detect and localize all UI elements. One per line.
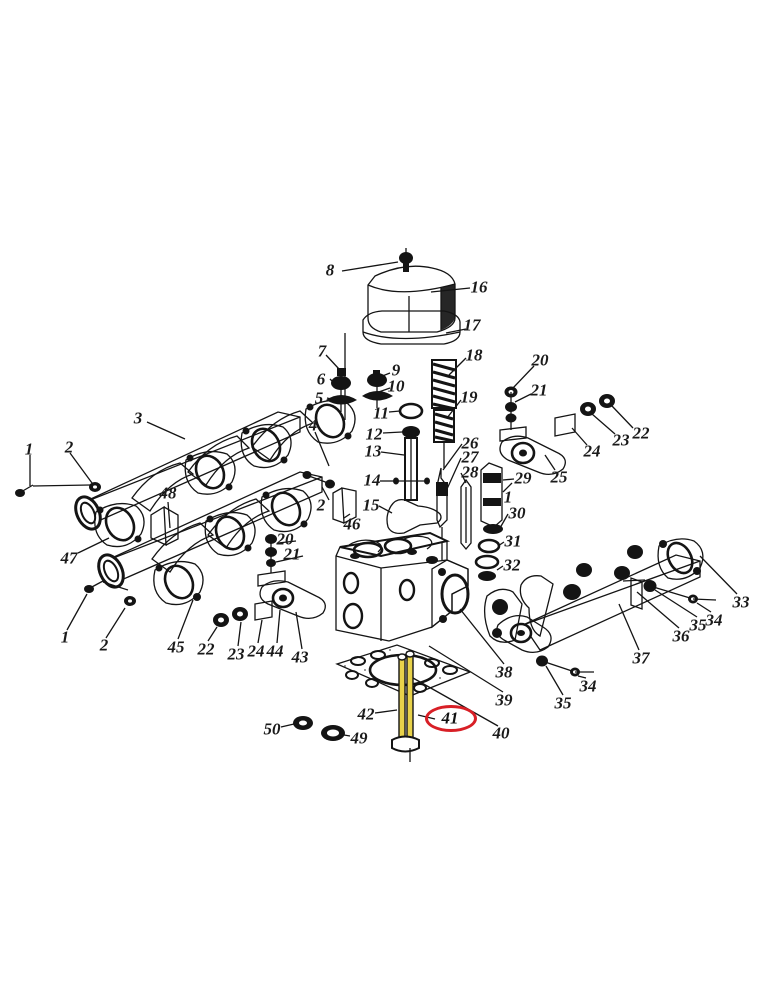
callout-2: 2 xyxy=(99,635,109,655)
callout-33: 33 xyxy=(732,592,750,612)
callout-47: 47 xyxy=(60,548,78,568)
callout-50: 50 xyxy=(263,719,281,739)
callout-34: 34 xyxy=(705,610,723,630)
callout-3: 3 xyxy=(133,408,143,428)
callout-26: 26 xyxy=(461,433,479,453)
rocker-cover-group xyxy=(344,248,461,420)
callout-23: 23 xyxy=(612,430,630,450)
callout-34: 34 xyxy=(579,676,597,696)
callout-21: 21 xyxy=(283,544,301,564)
callout-46: 46 xyxy=(343,514,361,534)
callout-49: 49 xyxy=(350,728,368,748)
valve-41-group xyxy=(391,650,420,762)
rocker-arm-upper-group xyxy=(499,386,615,476)
exhaust-manifold-group xyxy=(483,538,717,677)
valve-stack-group xyxy=(326,368,442,535)
callout-36: 36 xyxy=(672,626,690,646)
callout-42: 42 xyxy=(357,704,375,724)
callout-1: 1 xyxy=(503,487,513,507)
highlight-ring-41 xyxy=(425,705,477,732)
callout-19: 19 xyxy=(460,387,478,407)
callout-1: 1 xyxy=(60,627,70,647)
callout-5: 5 xyxy=(314,388,324,408)
callout-32: 32 xyxy=(503,555,521,575)
callout-29: 29 xyxy=(514,468,532,488)
rocker-arm-lower-group xyxy=(213,534,326,627)
stud-nut-upper xyxy=(15,482,101,497)
callout-9: 9 xyxy=(391,360,401,380)
callout-25: 25 xyxy=(550,467,568,487)
leader-lines xyxy=(29,261,738,737)
intake-manifold-upper-group xyxy=(15,399,356,531)
callout-17: 17 xyxy=(463,315,481,335)
seals-group xyxy=(293,716,345,741)
callout-35: 35 xyxy=(689,615,707,635)
cylinder-head-group xyxy=(335,531,470,642)
callout-48: 48 xyxy=(159,483,177,503)
callout-20: 20 xyxy=(531,350,549,370)
callout-16: 16 xyxy=(470,277,488,297)
callout-12: 12 xyxy=(365,424,383,444)
callout-21: 21 xyxy=(530,380,548,400)
callout-43: 43 xyxy=(291,647,309,667)
callout-30: 30 xyxy=(508,503,526,523)
callout-28: 28 xyxy=(461,462,479,482)
callout-37: 37 xyxy=(632,648,650,668)
intake-manifold-lower-group xyxy=(84,471,357,606)
pushrod-tappet-group xyxy=(436,462,503,581)
callout-24: 24 xyxy=(583,441,601,461)
callout-24: 24 xyxy=(247,641,265,661)
callout-27: 27 xyxy=(461,447,479,467)
callout-6: 6 xyxy=(316,369,326,389)
callout-41: 41 xyxy=(441,708,459,728)
callout-44: 44 xyxy=(266,641,284,661)
callout-1: 1 xyxy=(24,439,34,459)
callout-39: 39 xyxy=(495,690,513,710)
callout-31: 31 xyxy=(504,531,522,551)
callout-20: 20 xyxy=(276,529,294,549)
callout-11: 11 xyxy=(372,403,390,423)
callout-7: 7 xyxy=(317,341,327,361)
callout-14: 14 xyxy=(363,470,381,490)
callout-10: 10 xyxy=(387,376,405,396)
callout-22: 22 xyxy=(632,423,650,443)
stud-nut-lower xyxy=(84,580,136,606)
callout-4: 4 xyxy=(308,415,318,435)
head-gasket-group xyxy=(335,644,472,697)
callout-15: 15 xyxy=(362,495,380,515)
callout-13: 13 xyxy=(364,441,382,461)
callout-2: 2 xyxy=(316,495,326,515)
callout-40: 40 xyxy=(492,723,510,743)
callout-38: 38 xyxy=(495,662,513,682)
callout-45: 45 xyxy=(167,637,185,657)
callout-8: 8 xyxy=(325,260,335,280)
valve-spring-group xyxy=(431,359,457,468)
callout-22: 22 xyxy=(197,639,215,659)
callout-2: 2 xyxy=(64,437,74,457)
callout-18: 18 xyxy=(465,345,483,365)
callout-35: 35 xyxy=(554,693,572,713)
callout-23: 23 xyxy=(227,644,245,664)
